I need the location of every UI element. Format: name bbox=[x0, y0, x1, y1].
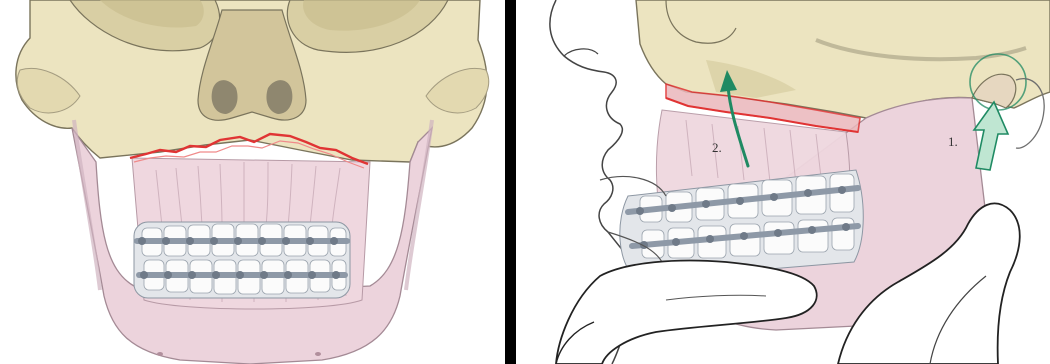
frontal-view-panel bbox=[0, 0, 505, 364]
condyle-push-arrow-step-1 bbox=[974, 102, 1008, 170]
frontal-dental-arch bbox=[134, 222, 350, 298]
panel-divider bbox=[505, 0, 516, 364]
left-mental-foramen bbox=[157, 352, 163, 356]
step-2-label: 2. bbox=[712, 140, 722, 155]
step-1-label: 1. bbox=[948, 134, 958, 149]
lateral-skull-illustration: 2. 1. bbox=[516, 0, 1050, 364]
lateral-view-panel: 2. 1. bbox=[516, 0, 1050, 364]
nasal-turbinate-left bbox=[212, 80, 238, 114]
right-mental-foramen bbox=[315, 352, 321, 356]
frontal-skull-illustration bbox=[0, 0, 505, 364]
glove-thumb bbox=[556, 261, 817, 364]
nasal-turbinate-right bbox=[266, 80, 292, 114]
nostril-outline bbox=[564, 49, 598, 56]
